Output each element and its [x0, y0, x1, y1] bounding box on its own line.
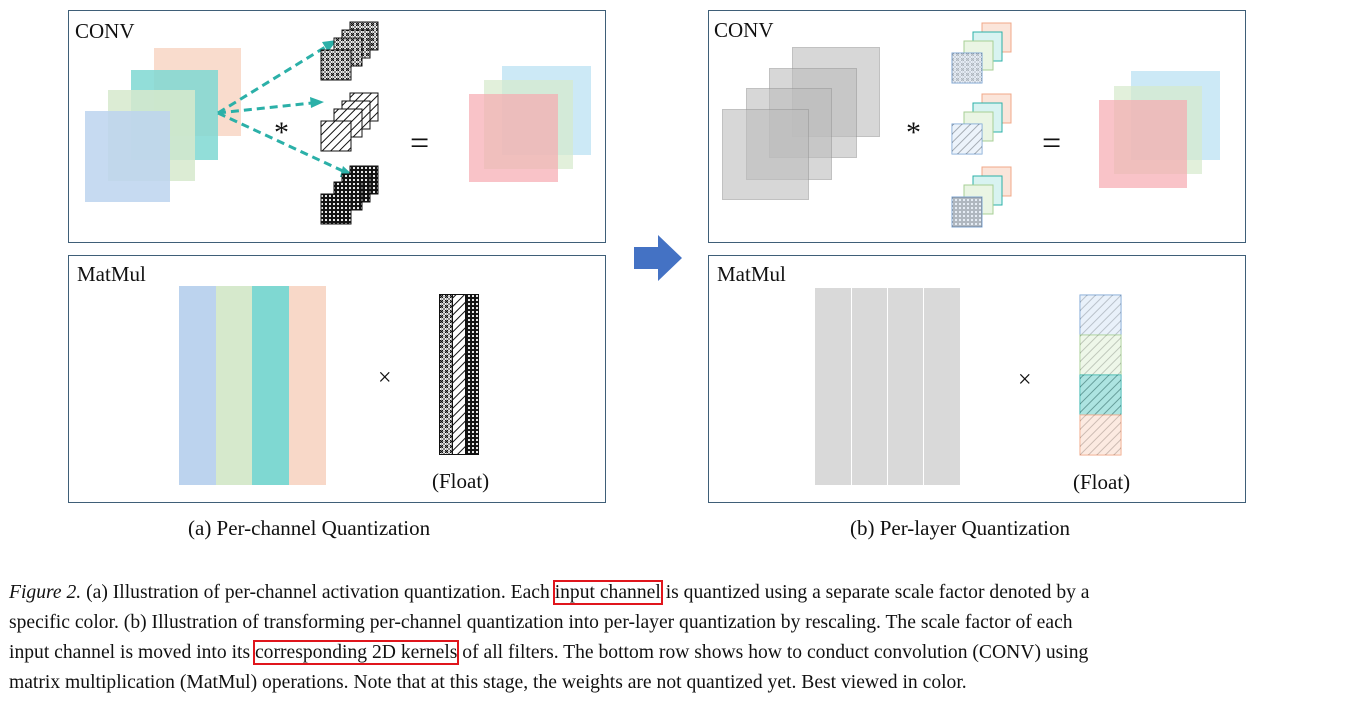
activation-column-gray-3: [888, 288, 923, 485]
float-label-a: (Float): [432, 469, 490, 493]
input-channel-gray-1: [722, 109, 809, 200]
activation-column-green: [216, 286, 252, 485]
panel-b-matmul: MatMul: [708, 255, 1246, 503]
caption-text: (a) Illustration of per-channel activati…: [81, 582, 555, 603]
activation-column-gray-4: [924, 288, 960, 485]
caption-line-4: matrix multiplication (MatMul) operation…: [9, 672, 967, 693]
colored-kernel-stack-3: [951, 166, 1012, 228]
conv-multiply-symbol-b: *: [906, 116, 921, 149]
caption-line-1: Figure 2. (a) Illustration of per-channe…: [9, 578, 1339, 608]
weight-matrix-float: [439, 294, 479, 455]
conv-multiply-symbol-a: *: [274, 116, 289, 149]
colored-kernel-stack-1: [951, 22, 1012, 84]
activation-column-teal: [252, 286, 289, 485]
highlight-input-channel: input channel: [552, 580, 663, 605]
input-channel-blue: [85, 111, 170, 202]
panel-a-matmul: MatMul: [68, 255, 606, 503]
activation-column-gray-2: [852, 288, 887, 485]
highlight-corresponding-kernels: corresponding 2D kernels: [252, 640, 460, 665]
panel-b-matmul-title: MatMul: [717, 262, 786, 286]
matmul-times-symbol-a: ×: [378, 365, 392, 391]
subcaption-a: (a) Per-channel Quantization: [188, 516, 431, 540]
weight-matrix-colored: [1079, 294, 1122, 456]
caption-text: is quantized using a separate scale fact…: [660, 582, 1090, 603]
panel-a-conv-title: CONV: [75, 19, 135, 43]
caption-text: input channel is moved into its: [9, 642, 255, 663]
dashed-arrows: [217, 40, 355, 177]
activation-column-gray-1: [815, 288, 851, 485]
float-label-b: (Float): [1073, 470, 1131, 494]
output-channel-pink: [469, 94, 558, 182]
matmul-times-symbol-b: ×: [1018, 367, 1032, 393]
caption-text: of all filters. The bottom row shows how…: [457, 642, 1089, 663]
panel-b-conv-title: CONV: [714, 18, 774, 42]
panel-a-matmul-title: MatMul: [77, 262, 146, 286]
output-channel-pink-b: [1099, 100, 1187, 188]
figure-label: Figure 2.: [9, 582, 82, 603]
conv-equals-symbol-a: =: [410, 125, 430, 162]
figure-caption: Figure 2. (a) Illustration of per-channe…: [9, 578, 1339, 698]
activation-column-blue: [179, 286, 216, 485]
subcaption-b: (b) Per-layer Quantization: [850, 516, 1070, 540]
caption-line-2: specific color. (b) Illustration of tran…: [9, 612, 1073, 633]
activation-column-peach: [289, 286, 326, 485]
colored-kernel-stack-2: [951, 93, 1012, 155]
conv-equals-symbol-b: =: [1042, 125, 1062, 162]
right-arrow-icon: [634, 235, 682, 281]
caption-line-3: input channel is moved into its correspo…: [9, 638, 1339, 668]
